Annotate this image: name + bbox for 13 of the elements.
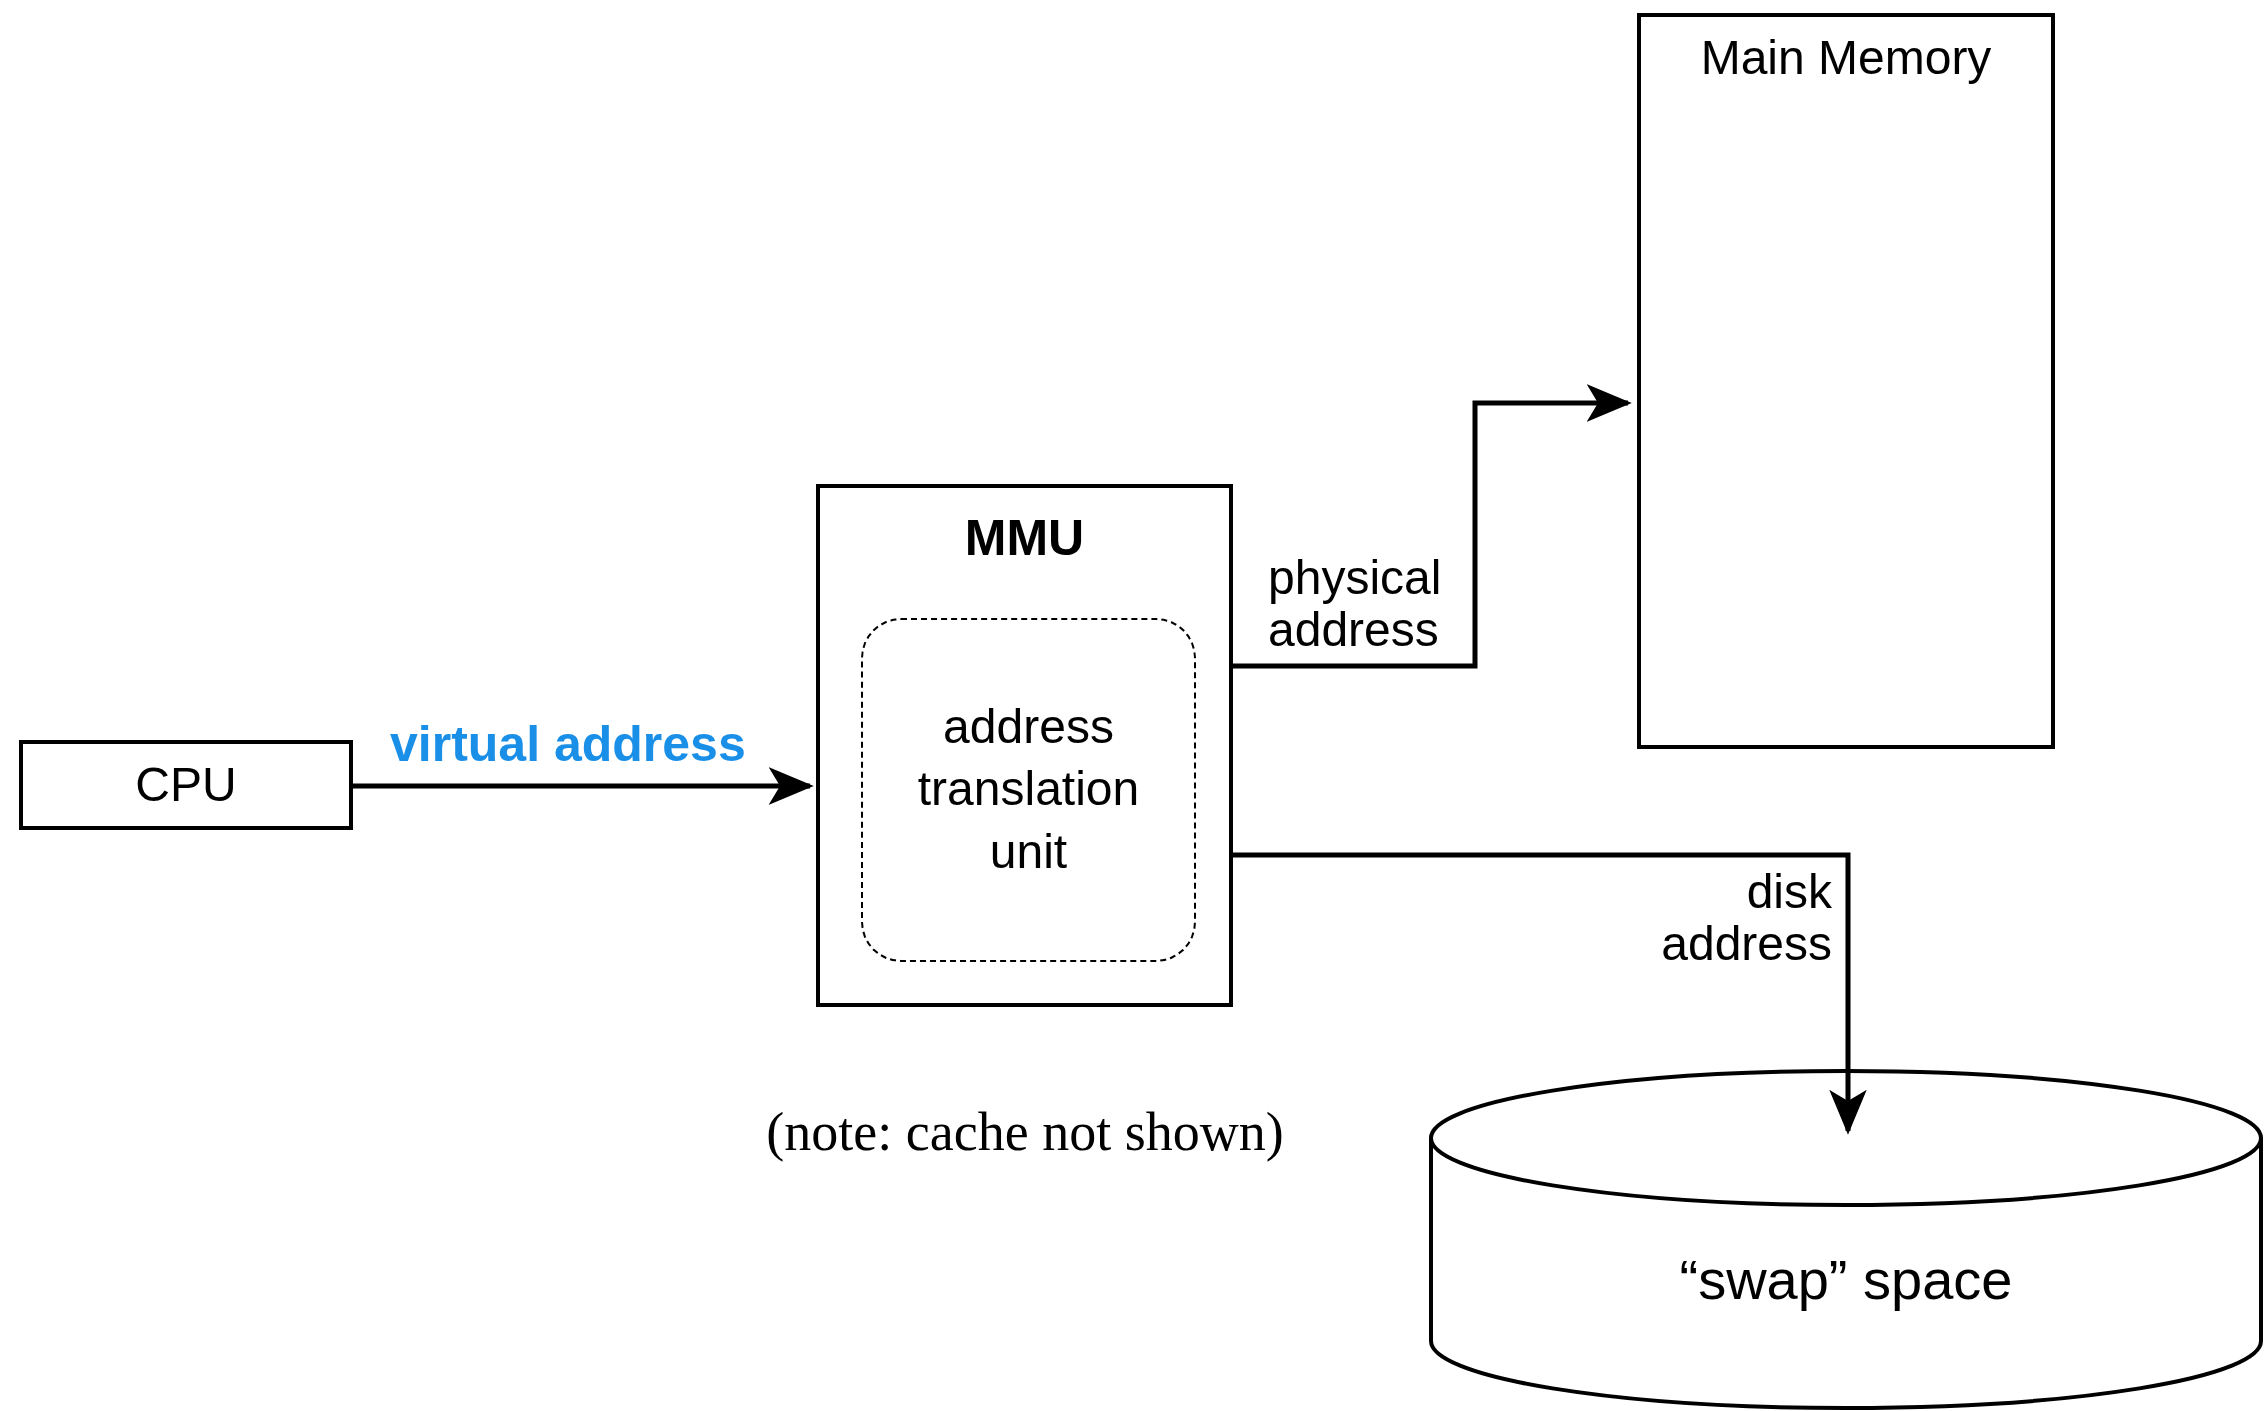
arrow <box>1233 852 1867 1135</box>
arrow <box>1233 384 1632 669</box>
dashed-rounded-box <box>861 618 1196 962</box>
process-box <box>816 484 1233 1007</box>
node-label: CPU <box>134 756 238 813</box>
note-text: (note: cache not shown) <box>765 1101 1285 1164</box>
node-label: “swap” space <box>1678 1247 2014 1313</box>
memory-box <box>1637 13 2055 749</box>
process-box <box>19 740 353 830</box>
arrow <box>353 767 814 805</box>
node-title: MMU <box>963 509 1086 568</box>
node-label: address translation unit <box>916 699 1141 881</box>
node-label: Main Memory <box>1699 30 1993 86</box>
